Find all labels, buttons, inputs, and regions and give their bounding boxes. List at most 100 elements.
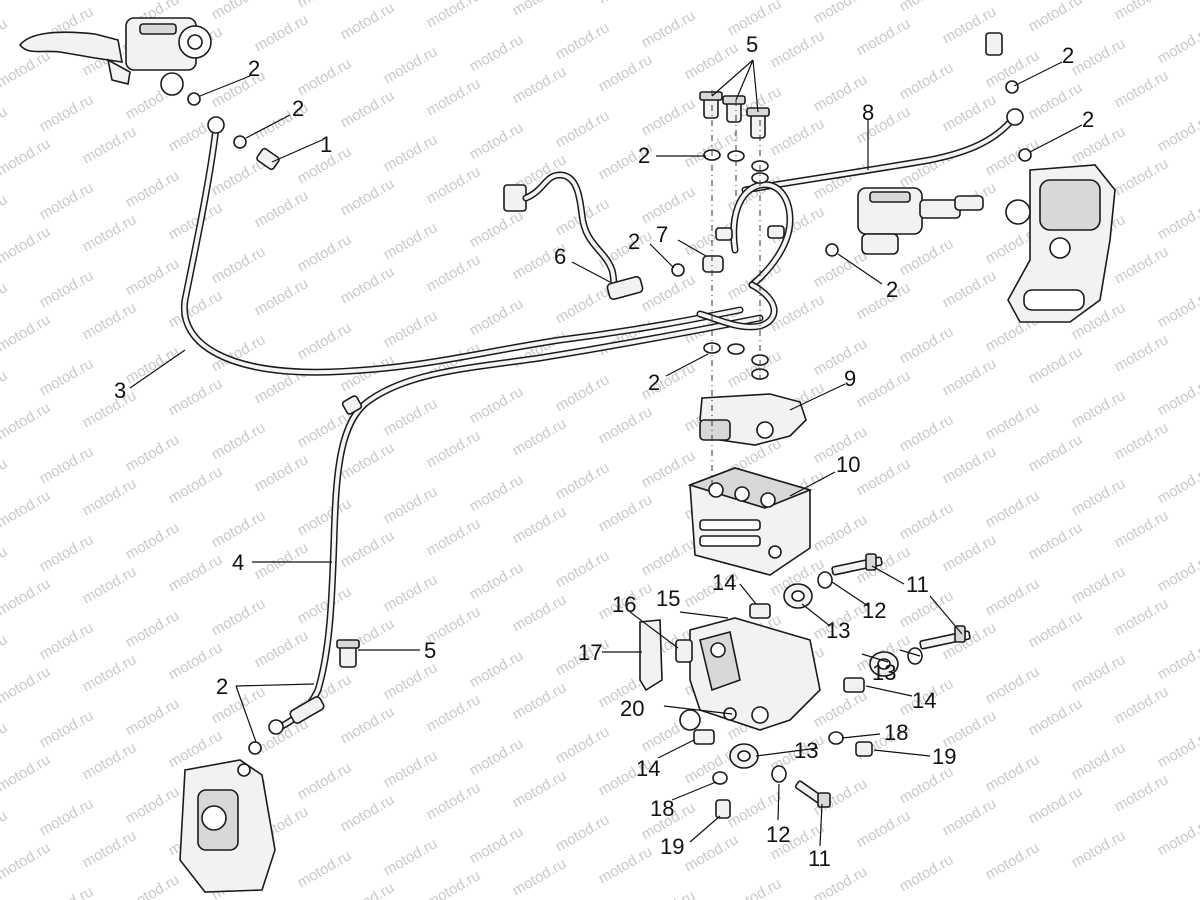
watermark-text: motod.ru (510, 63, 570, 107)
watermark-text: motod.ru (338, 0, 398, 43)
watermark-text: motod.ru (37, 179, 97, 223)
watermark-text: motod.ru (1112, 331, 1172, 375)
watermark-text: motod.ru (209, 595, 269, 639)
callout-13: 13 (826, 618, 850, 643)
watermark-text: motod.ru (1069, 123, 1129, 167)
watermark-text: motod.ru (467, 471, 527, 515)
mounting-bolt-11 (794, 780, 831, 808)
watermark-text: motod.ru (0, 0, 53, 3)
callout-12: 12 (766, 822, 790, 847)
watermark-text: motod.ru (811, 335, 871, 379)
callout-19: 19 (660, 834, 684, 859)
watermark-text: motod.ru (381, 395, 441, 439)
watermark-text: motod.ru (123, 607, 183, 651)
watermark-text: motod.ru (1155, 111, 1200, 155)
watermark-text: motod.ru (37, 883, 97, 900)
watermark-text: motod.ru (295, 583, 355, 627)
callout-18: 18 (650, 796, 674, 821)
callout-2: 2 (886, 277, 898, 302)
front-master-cylinder (18, 17, 212, 96)
callout-7: 7 (656, 222, 668, 247)
watermark-text: motod.ru (80, 475, 140, 519)
bracket-plate-17 (639, 619, 663, 692)
watermark-text: motod.ru (854, 367, 914, 411)
watermark-text: motod.ru (1026, 519, 1086, 563)
watermark-text: motod.ru (0, 487, 53, 531)
watermark-text: motod.ru (1155, 287, 1200, 331)
watermark-text: motod.ru (37, 91, 97, 135)
watermark-text: motod.ru (209, 419, 269, 463)
watermark-text: motod.ru (252, 451, 312, 495)
watermark-text: motod.ru (1112, 507, 1172, 551)
abs-mounting-bracket-15 (679, 617, 821, 731)
watermark-text: motod.ru (983, 575, 1043, 619)
watermark-text: motod.ru (338, 87, 398, 131)
watermark-text: motod.ru (639, 887, 699, 900)
callout-12: 12 (862, 598, 886, 623)
watermark-text: motod.ru (897, 0, 957, 15)
watermark-text: motod.ru (596, 0, 656, 7)
watermark-text: motod.ru (252, 275, 312, 319)
watermark-text: motod.ru (854, 279, 914, 323)
watermark-text: motod.ru (424, 867, 484, 900)
abs-modulator-10 (687, 467, 813, 576)
watermark-text: motod.ru (1069, 563, 1129, 607)
watermark-text: motod.ru (338, 175, 398, 219)
watermark-text: motod.ru (682, 39, 742, 83)
watermark-text: motod.ru (0, 279, 10, 323)
callout-6: 6 (554, 244, 566, 269)
watermark-text: motod.ru (0, 751, 53, 795)
watermark-text: motod.ru (0, 15, 10, 59)
callout-20: 20 (620, 696, 644, 721)
watermark-text: motod.ru (1026, 695, 1086, 739)
watermark-text: motod.ru (0, 135, 53, 179)
watermark-text: motod.ru (467, 823, 527, 867)
watermark-text: motod.ru (510, 855, 570, 899)
callout-3: 3 (114, 378, 126, 403)
watermark-text: motod.ru (553, 723, 613, 767)
brake-fitting-7 (702, 255, 724, 273)
watermark-text: motod.ru (424, 163, 484, 207)
watermark-text: motod.ru (940, 795, 1000, 839)
callout-13: 13 (794, 738, 818, 763)
watermark-text: motod.ru (123, 343, 183, 387)
watermark-text: motod.ru (80, 299, 140, 343)
watermark-text: motod.ru (1026, 607, 1086, 651)
callout-1: 1 (320, 132, 332, 157)
watermark-text: motod.ru (983, 0, 1043, 3)
washer-12 (907, 647, 923, 665)
watermark-text: motod.ru (983, 839, 1043, 883)
watermark-text: motod.ru (467, 31, 527, 75)
watermark-text: motod.ru (553, 283, 613, 327)
washer-18 (712, 771, 728, 785)
watermark-text: motod.ru (854, 455, 914, 499)
watermark-text: motod.ru (897, 763, 957, 807)
watermark-text: motod.ru (725, 875, 785, 900)
watermark-text: motod.ru (1026, 0, 1086, 35)
callout-2: 2 (638, 143, 650, 168)
watermark-text: motod.ru (295, 0, 355, 11)
watermark-text: motod.ru (510, 679, 570, 723)
watermark-text: motod.ru (639, 535, 699, 579)
watermark-text: motod.ru (1112, 771, 1172, 815)
watermark-text: motod.ru (0, 455, 10, 499)
watermark-text: motod.ru (1155, 375, 1200, 419)
front-brake-caliper (179, 759, 276, 893)
watermark-text: motod.ru (897, 499, 957, 543)
callout-4: 4 (232, 550, 244, 575)
watermark-text: motod.ru (424, 251, 484, 295)
watermark-text: motod.ru (0, 807, 10, 851)
watermark-text: motod.ru (252, 11, 312, 55)
watermark-text: motod.ru (639, 7, 699, 51)
watermark-text: motod.ru (811, 511, 871, 555)
watermark-text: motod.ru (166, 463, 226, 507)
watermark-text: motod.ru (295, 495, 355, 539)
watermark-text: motod.ru (596, 491, 656, 535)
watermark-text: motod.ru (295, 231, 355, 275)
watermark-text: motod.ru (381, 747, 441, 791)
watermark-text: motod.ru (123, 167, 183, 211)
spacer-14 (693, 729, 715, 745)
watermark-text: motod.ru (983, 487, 1043, 531)
watermark-text: motod.ru (1026, 79, 1086, 123)
callout-8: 8 (862, 100, 874, 125)
